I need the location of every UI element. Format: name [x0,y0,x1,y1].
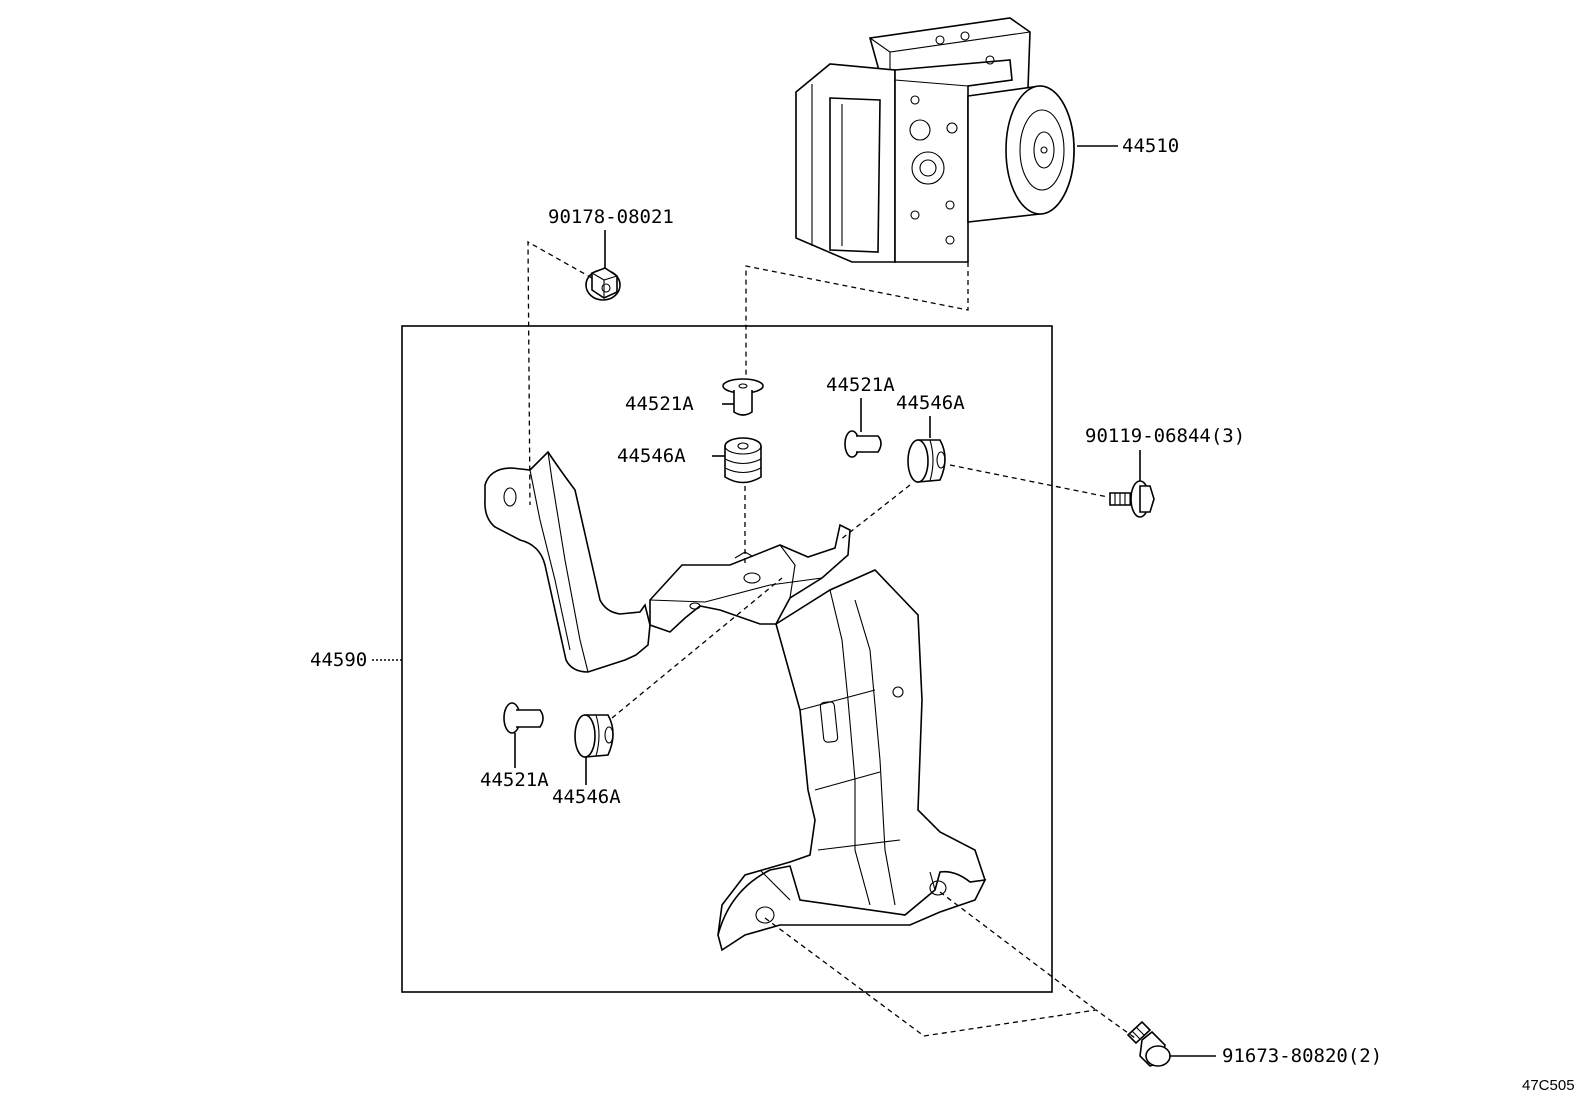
collar-right-part-number: 44521A [826,374,895,396]
flange-nut-icon [585,267,621,301]
nut-part-number: 90178-08021 [548,206,674,228]
cushion-top-icon [724,437,762,484]
bolt-bottom-part-number: 91673-80820(2) [1222,1045,1382,1067]
abs-actuator [795,17,1075,263]
cushion-right-part-number: 44546A [896,392,965,414]
bolt-right-icon [1109,480,1155,518]
collar-right-icon [844,430,882,458]
cushion-right-icon [907,439,946,483]
collar-left-icon [503,702,544,734]
diagram-code: 47C505 [1522,1077,1575,1094]
actuator-part-number: 44510 [1122,135,1179,157]
abs-bracket [484,450,987,952]
collar-left-part-number: 44521A [480,769,549,791]
assembly-dashed-lines [527,240,1136,1039]
bolt-right-part-number: 90119-06844(3) [1085,425,1245,447]
cushion-left-icon [574,714,614,758]
cushion-top-part-number: 44546A [617,445,686,467]
bracket-assembly-frame [401,325,1053,993]
collar-top-part-number: 44521A [625,393,694,415]
cushion-left-part-number: 44546A [552,786,621,808]
collar-top-icon [722,378,764,416]
bolt-bottom-icon [1126,1020,1171,1067]
bracket-part-number: 44590 [310,649,367,671]
